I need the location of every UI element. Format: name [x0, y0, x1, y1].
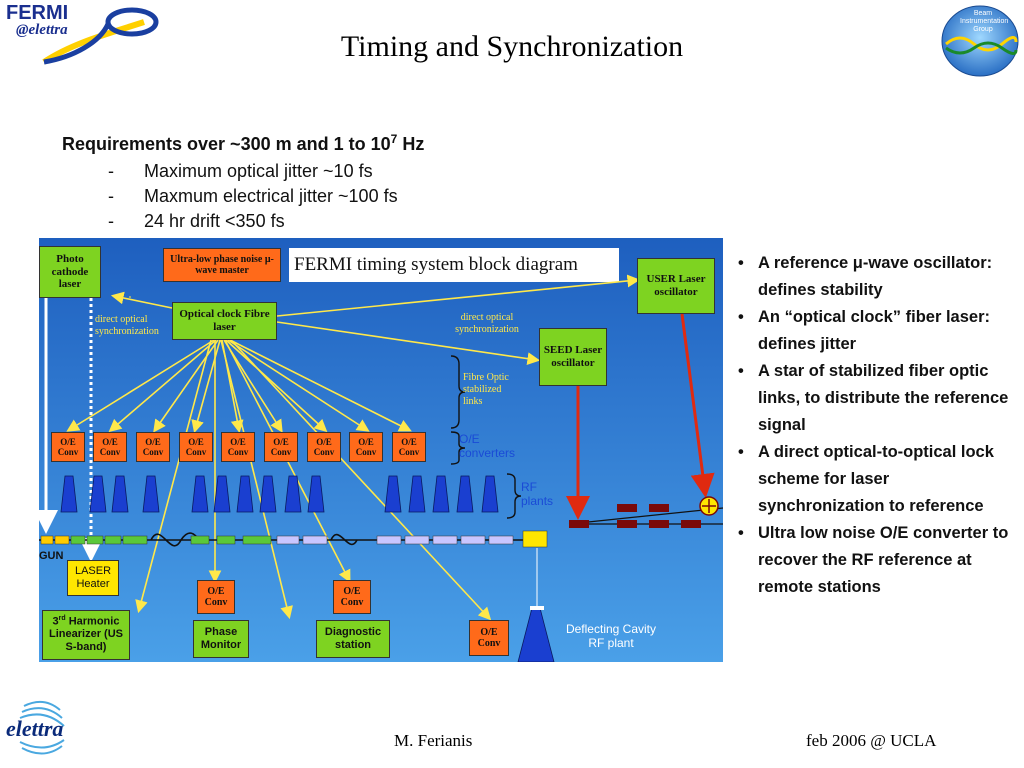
harmonic-linearizer-box: 3rd Harmonic Linearizer (US S-band): [42, 610, 130, 660]
fibre-links-brace: [450, 355, 466, 429]
requirements-list: -Maximum optical jitter ~10 fs -Maxmum e…: [108, 159, 424, 234]
fermi-logo-text: FERMI: [6, 2, 69, 24]
footer-date: feb 2006 @ UCLA: [806, 731, 937, 750]
requirement-text: Maximum optical jitter ~10 fs: [144, 161, 373, 181]
deflecting-cavity: [522, 530, 548, 548]
fermi-logo-subtext: @elettra: [16, 22, 68, 38]
oe-conv-box: O/E Conv: [349, 432, 383, 462]
requirements-heading-exponent: 7: [390, 132, 398, 146]
laser-heater-box: LASER Heater: [67, 560, 119, 596]
elettra-spiral-icon: [19, 700, 65, 755]
oe-conv-box: O/E Conv: [51, 432, 85, 462]
summary-bullets: A reference μ-wave oscillator: defines s…: [736, 250, 1016, 601]
oe-conv-box: O/E Conv: [221, 432, 255, 462]
direct-optical-sync-label-left: direct optical synchronization: [95, 314, 159, 337]
list-item: -Maximum optical jitter ~10 fs: [108, 161, 373, 181]
phase-monitor-box: Phase Monitor: [193, 620, 249, 658]
oe-conv-box: O/E Conv: [179, 432, 213, 462]
optical-clock-box: Optical clock Fibre laser: [172, 302, 277, 340]
fermi-swirl-icon: [42, 7, 159, 65]
deflecting-cavity-label: Deflecting Cavity RF plant: [565, 622, 657, 650]
diagram-title: FERMI timing system block diagram: [294, 254, 578, 275]
harmonic-number: 3: [52, 615, 59, 628]
requirement-text: Maxmum electrical jitter ~100 fs: [144, 186, 398, 206]
oe-conv-box: O/E Conv: [136, 432, 170, 462]
oe-conv-diagnostic-box: O/E Conv: [333, 580, 371, 614]
harmonic-text: Harmonic Linearizer (US S-band): [49, 615, 123, 653]
harmonic-suffix: rd: [58, 615, 66, 622]
timing-block-diagram: FERMI timing system block diagram Photo …: [39, 238, 723, 662]
user-laser-red-arrow: [680, 313, 715, 498]
microwave-master-box: Ultra-low phase noise μ-wave master: [163, 248, 281, 282]
list-item: A star of stabilized fiber optic links, …: [736, 358, 1016, 439]
bullet-list: A reference μ-wave oscillator: defines s…: [736, 250, 1016, 601]
requirements-heading: Requirements over ~300 m and 1 to 107 Hz: [62, 132, 424, 155]
fermi-logo: FERMI @elettra: [4, 2, 164, 66]
footer-author: M. Ferianis: [394, 731, 473, 750]
group-badge-logo: Beam Instrumentation Group: [940, 4, 1020, 78]
elettra-logo-text: elettra: [6, 716, 64, 741]
list-item: A reference μ-wave oscillator: defines s…: [736, 250, 1016, 304]
oe-converters-label: O/E converters: [459, 432, 516, 460]
rf-plants-label: RF plants: [521, 480, 554, 508]
requirements-heading-text: Requirements over ~300 m and 1 to 10: [62, 134, 391, 154]
slide-title: Timing and Synchronization: [340, 30, 684, 63]
list-item: An “optical clock” fiber laser: defines …: [736, 304, 1016, 358]
globe-badge-icon: [941, 5, 1019, 77]
oe-conv-box: O/E Conv: [307, 432, 341, 462]
list-item: A direct optical-to-optical lock scheme …: [736, 439, 1016, 520]
oe-conv-box: O/E Conv: [93, 432, 127, 462]
requirement-text: 24 hr drift <350 fs: [144, 211, 285, 231]
deflecting-plant-top: [530, 606, 544, 610]
list-item: -24 hr drift <350 fs: [108, 211, 285, 231]
list-item: -Maxmum electrical jitter ~100 fs: [108, 186, 398, 206]
group-badge-text: Beam Instrumentation Group: [960, 10, 1009, 33]
oe-conv-phase-box: O/E Conv: [197, 580, 235, 614]
oe-brace: [450, 431, 466, 465]
oe-conv-box: O/E Conv: [392, 432, 426, 462]
elettra-logo: elettra: [4, 696, 78, 762]
gun-label: GUN: [39, 550, 64, 562]
list-item: Ultra low noise O/E converter to recover…: [736, 520, 1016, 601]
requirements-block: Requirements over ~300 m and 1 to 107 Hz…: [62, 132, 424, 234]
oe-conv-deflecting-box: O/E Conv: [469, 620, 509, 656]
oe-conv-box: O/E Conv: [264, 432, 298, 462]
diagnostic-station-box: Diagnostic station: [316, 620, 390, 658]
user-laser-box: USER Laser oscillator: [637, 258, 715, 314]
beamline: [39, 496, 723, 548]
fibre-links-label: Fibre Optic stabilized links: [463, 372, 509, 407]
rf-plants: [60, 475, 555, 662]
direct-optical-sync-label-right: direct optical synchronization: [455, 312, 519, 335]
diagram-title-panel: [289, 248, 619, 282]
rf-brace: [506, 473, 522, 519]
requirements-heading-unit: Hz: [397, 134, 425, 154]
photo-cathode-laser-box: Photo cathode laser: [39, 246, 101, 298]
seed-laser-box: SEED Laser oscillator: [539, 328, 607, 386]
